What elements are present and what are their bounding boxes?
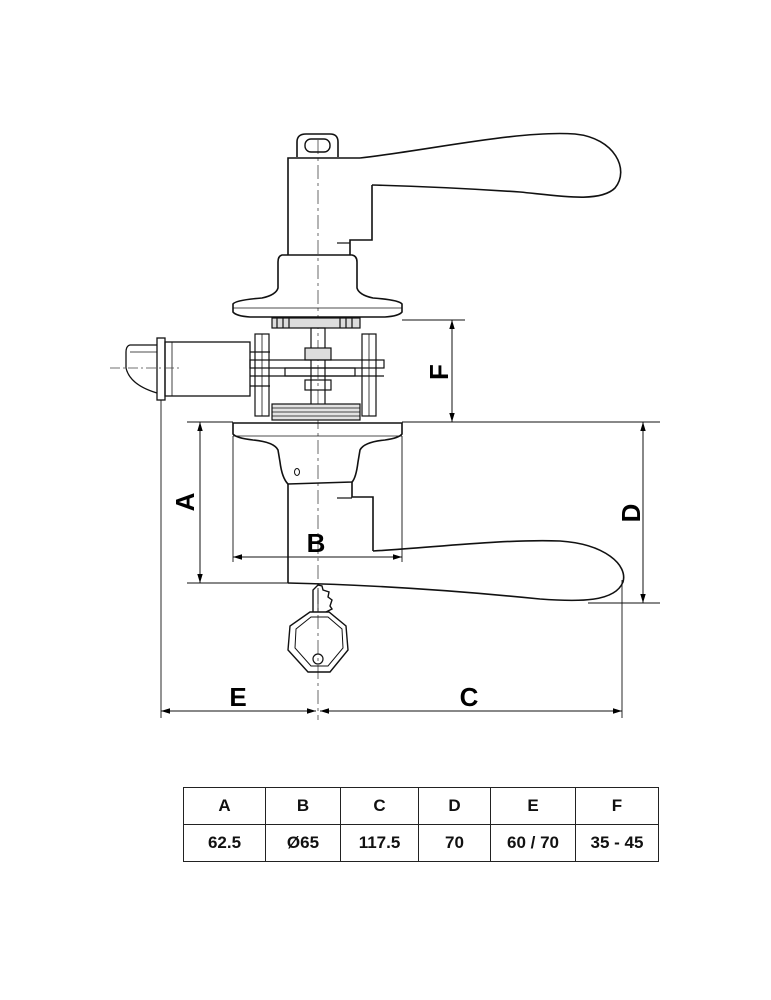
bottom-handle [232, 422, 625, 602]
value-f: 35 - 45 [575, 824, 659, 862]
dimension-lines [161, 320, 646, 714]
dim-label-b: B [307, 528, 326, 558]
header-b: B [265, 787, 341, 825]
dim-label-f: F [424, 364, 454, 380]
dimensions-table: A B C D E F 62.5 Ø65 117.5 70 60 / 70 35… [183, 787, 659, 862]
header-c: C [340, 787, 419, 825]
dim-label-a: A [170, 492, 200, 511]
lock-handle-technical-drawing: F A B D E C [110, 132, 660, 720]
lock-cylinder [110, 337, 270, 401]
value-e: 60 / 70 [490, 824, 576, 862]
key [287, 584, 349, 673]
header-a: A [183, 787, 266, 825]
dim-label-e: E [229, 682, 246, 712]
dimensions-table-header-row: A B C D E F [183, 787, 659, 825]
top-handle [232, 132, 622, 318]
dim-label-d: D [616, 504, 646, 523]
header-f: F [575, 787, 659, 825]
value-a: 62.5 [183, 824, 266, 862]
header-e: E [490, 787, 576, 825]
header-d: D [418, 787, 491, 825]
value-b: Ø65 [265, 824, 341, 862]
dimensions-table-value-row: 62.5 Ø65 117.5 70 60 / 70 35 - 45 [183, 824, 659, 862]
value-c: 117.5 [340, 824, 419, 862]
lock-mechanism [249, 317, 385, 421]
value-d: 70 [418, 824, 491, 862]
dim-label-c: C [460, 682, 479, 712]
extension-lines [160, 319, 660, 718]
